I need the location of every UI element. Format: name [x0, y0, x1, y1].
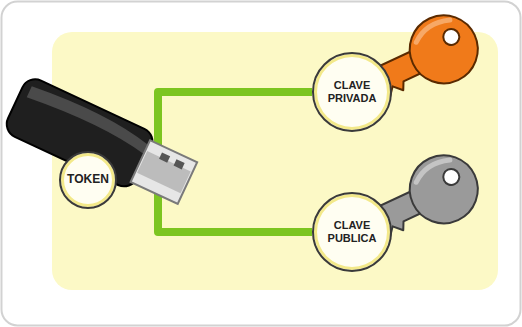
label-circle: CLAVE PRIVADA: [312, 52, 392, 132]
node-label: CLAVE PUBLICA: [321, 219, 383, 244]
node-label: CLAVE PRIVADA: [321, 79, 383, 104]
public-key: [312, 144, 489, 275]
label-circle: CLAVE PUBLICA: [312, 192, 392, 272]
label-circle: TOKEN: [59, 151, 117, 209]
usb-token: [2, 75, 200, 211]
private-key: [312, 4, 489, 135]
node-label: TOKEN: [67, 173, 109, 187]
